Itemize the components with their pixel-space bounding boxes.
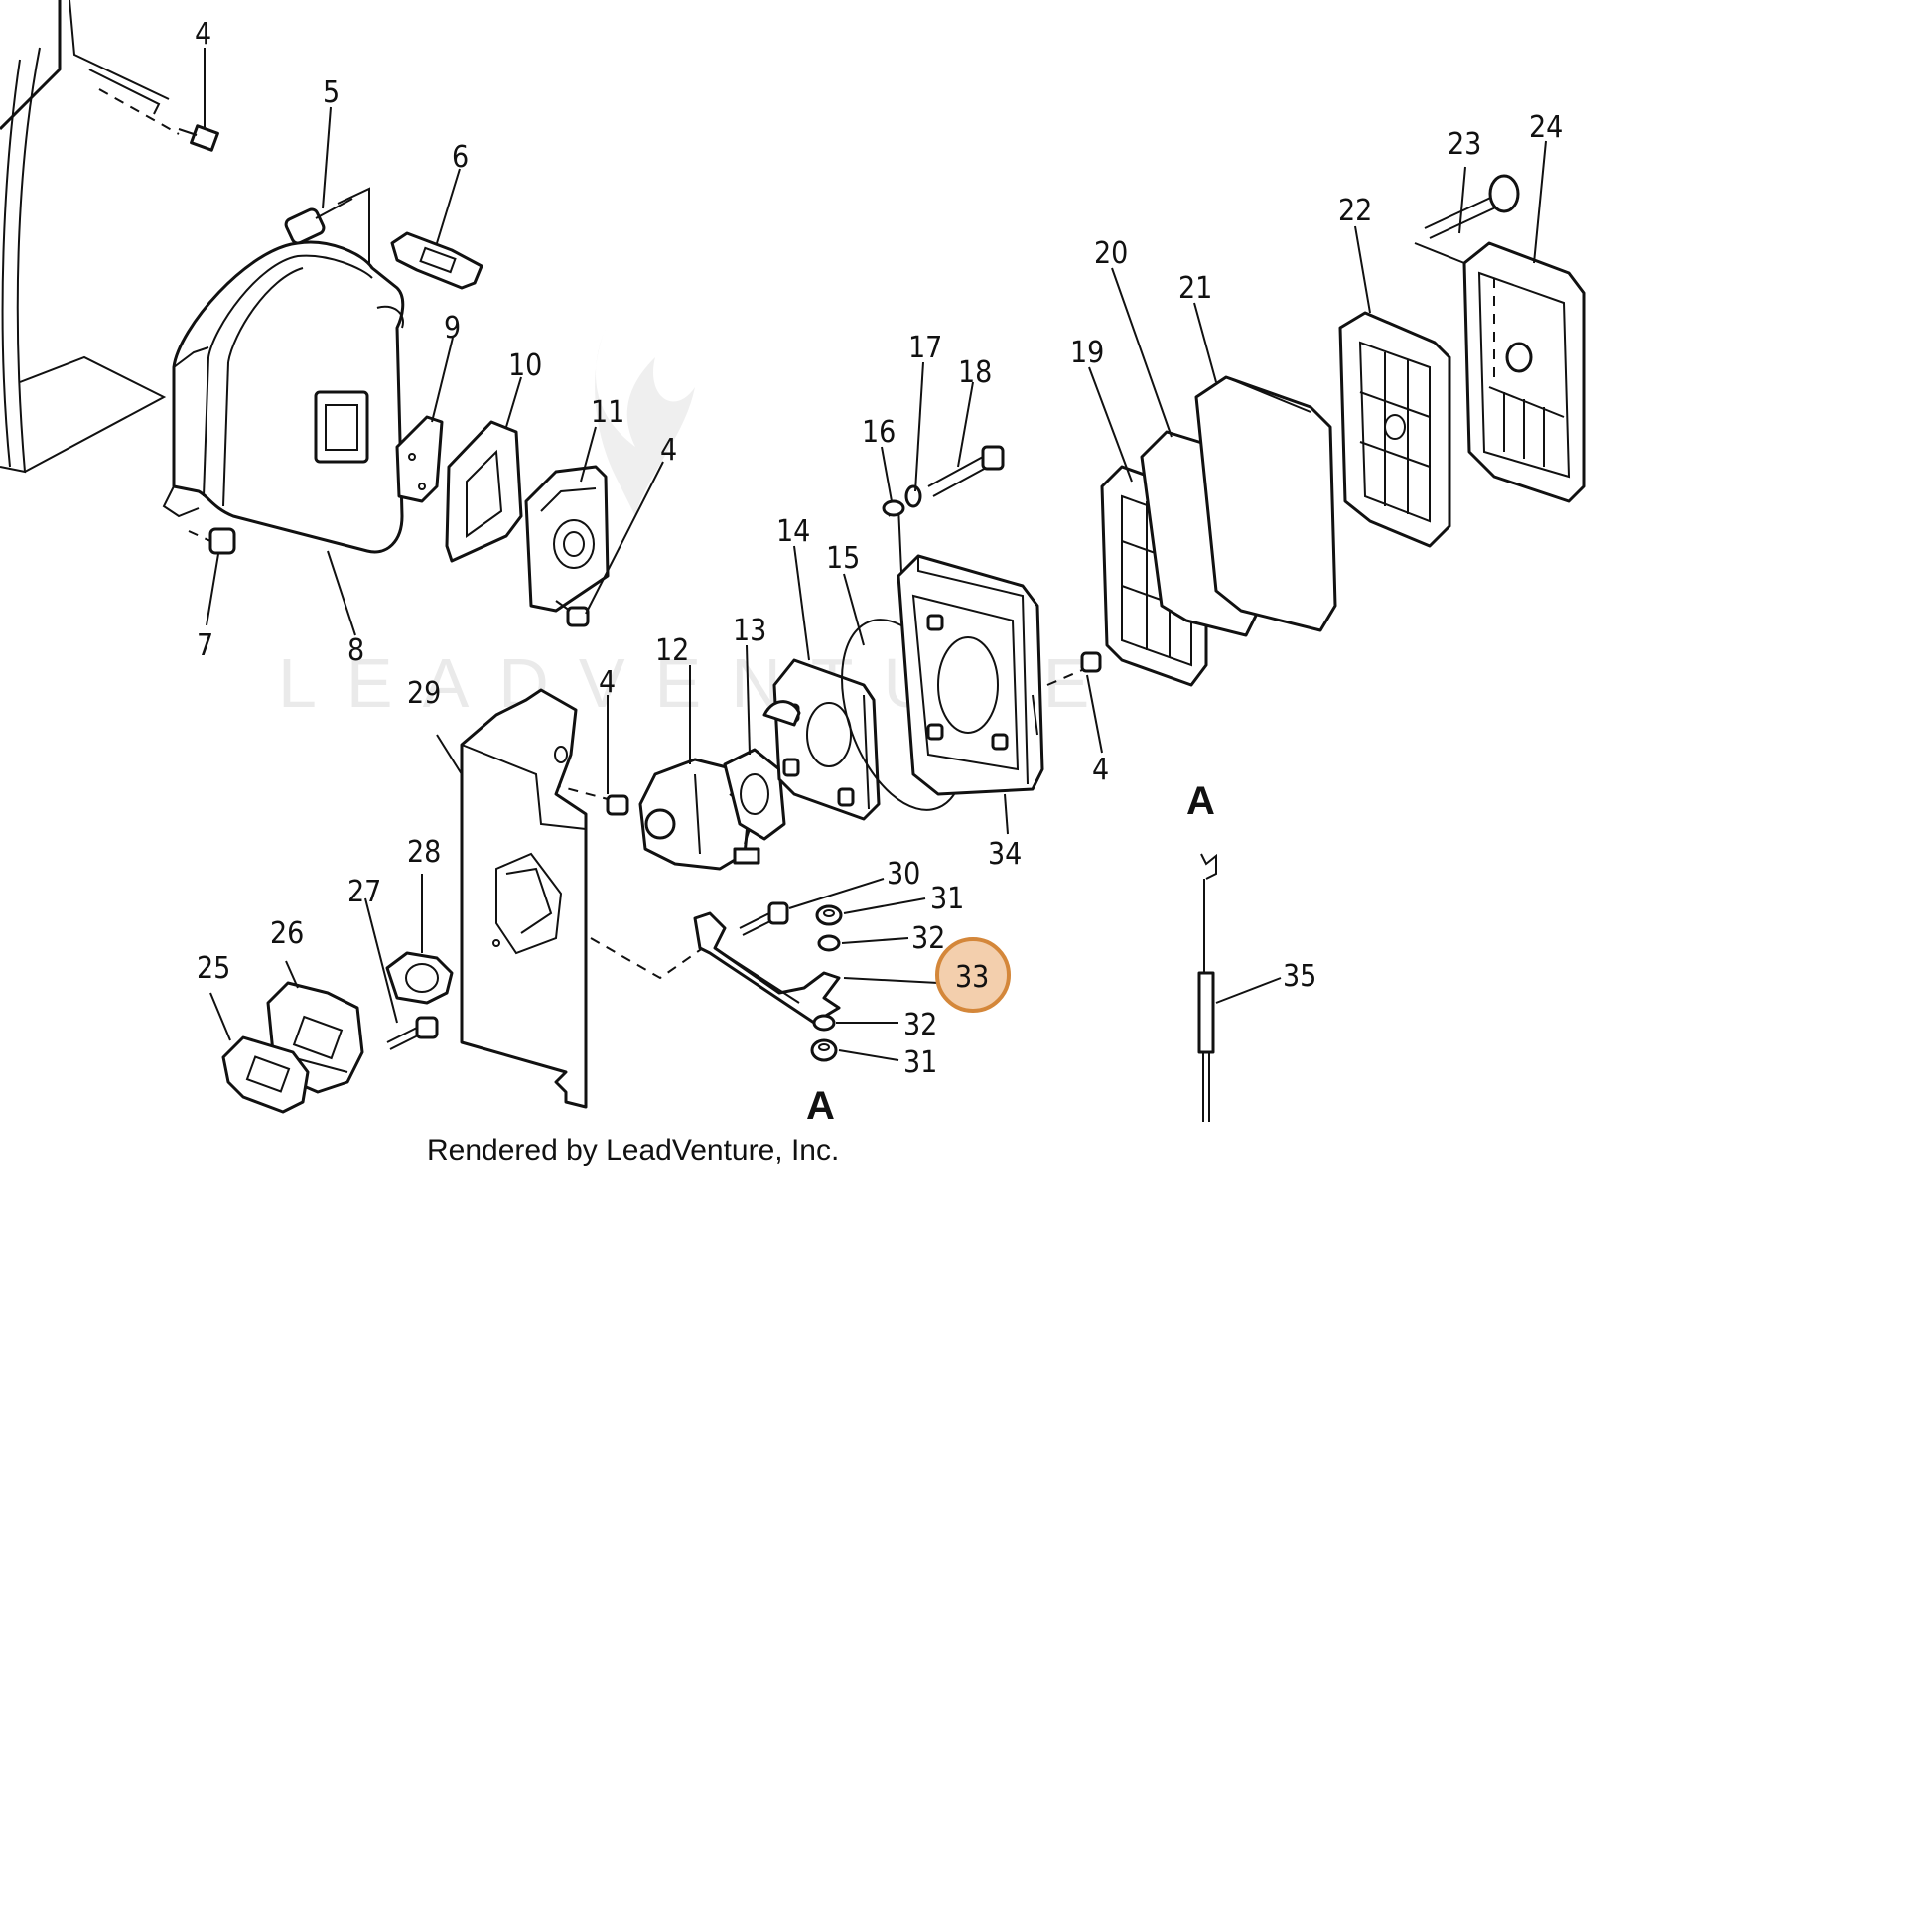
callout-30[interactable]: 30 (887, 857, 920, 892)
part-shroud (0, 0, 170, 474)
callout-19[interactable]: 19 (1070, 336, 1104, 370)
callout-14[interactable]: 14 (776, 514, 810, 549)
callout-25[interactable]: 25 (197, 951, 230, 986)
leader-lines (204, 48, 1547, 1061)
callout-17[interactable]: 17 (908, 331, 942, 365)
part-airbox-34 (897, 554, 1044, 796)
callout-4c[interactable]: 4 (599, 665, 616, 700)
part-intake-11 (524, 465, 610, 613)
part-screw-30 (739, 901, 789, 936)
part-plate-9 (395, 415, 444, 503)
link-plate-bracket (590, 937, 711, 980)
callout-33[interactable]: 33 (955, 960, 989, 995)
callout-27[interactable]: 27 (347, 875, 381, 909)
part-screw-4a (98, 88, 219, 152)
part-gasket-25 (221, 1035, 310, 1114)
callout-23[interactable]: 23 (1448, 127, 1481, 162)
callout-31b[interactable]: 31 (903, 1045, 937, 1080)
part-plate-29 (460, 688, 588, 1109)
part-bracket-33 (693, 911, 841, 1025)
part-washer-32b (812, 1014, 836, 1032)
callout-12[interactable]: 12 (655, 633, 689, 668)
part-grid-22 (1338, 311, 1451, 548)
callout-9[interactable]: 9 (444, 311, 461, 345)
callout-7[interactable]: 7 (197, 628, 213, 663)
part-screw-4c (550, 783, 629, 816)
callout-6[interactable]: 6 (452, 140, 469, 175)
callout-11[interactable]: 11 (591, 395, 624, 430)
part-filter-21 (1194, 375, 1337, 632)
part-nut-31b (810, 1038, 838, 1062)
part-screw-4d (1046, 651, 1102, 686)
callout-26[interactable]: 26 (270, 916, 304, 951)
part-screw-4b (555, 600, 590, 627)
part-cover-24 (1462, 241, 1586, 503)
highlight-ring (935, 937, 1011, 1013)
callout-35[interactable]: 35 (1283, 959, 1316, 994)
callout-34[interactable]: 34 (988, 837, 1022, 872)
part-washer-17 (904, 484, 922, 508)
part-gasket-28 (385, 951, 454, 1005)
callouts: 4 5 6 7 8 9 10 11 4 12 13 4 14 15 16 17 … (195, 17, 1563, 1080)
part-screw-27 (386, 1016, 439, 1050)
part-screw-7 (188, 527, 236, 555)
callout-22[interactable]: 22 (1338, 194, 1372, 228)
callout-4a[interactable]: 4 (195, 17, 211, 52)
callout-4d[interactable]: 4 (1092, 753, 1109, 787)
callout-4b[interactable]: 4 (660, 433, 677, 468)
callout-18[interactable]: 18 (958, 355, 992, 390)
part-rod-35 (1197, 853, 1217, 1122)
callout-24[interactable]: 24 (1529, 110, 1563, 145)
part-screw-5 (284, 187, 370, 328)
credit-text: Rendered by LeadVenture, Inc. (427, 1134, 839, 1167)
callout-20[interactable]: 20 (1094, 236, 1128, 271)
callout-10[interactable]: 10 (508, 348, 542, 383)
part-gasket-13 (723, 748, 786, 841)
part-gasket-6 (390, 231, 483, 290)
part-bolt-18 (927, 445, 1005, 497)
part-plate-14 (762, 658, 881, 821)
section-marker-lower: A (806, 1084, 835, 1128)
callout-32a[interactable]: 32 (911, 921, 945, 956)
callout-29[interactable]: 29 (407, 676, 441, 711)
part-knob-23 (1414, 174, 1520, 264)
callout-31a[interactable]: 31 (930, 882, 964, 916)
part-muffler-8 (162, 240, 405, 554)
callout-8[interactable]: 8 (347, 633, 364, 668)
part-gasket-10 (445, 420, 523, 563)
part-washer-16 (882, 499, 905, 517)
callout-28[interactable]: 28 (407, 835, 441, 870)
section-marker-upper: A (1186, 779, 1215, 823)
callout-32b[interactable]: 32 (903, 1008, 937, 1042)
part-nut-31a (815, 904, 843, 926)
callout-13[interactable]: 13 (733, 614, 766, 648)
callout-16[interactable]: 16 (862, 415, 896, 450)
callout-15[interactable]: 15 (826, 541, 860, 576)
callout-21[interactable]: 21 (1178, 271, 1212, 306)
callout-5[interactable]: 5 (323, 75, 340, 110)
part-washer-32a (817, 934, 841, 952)
